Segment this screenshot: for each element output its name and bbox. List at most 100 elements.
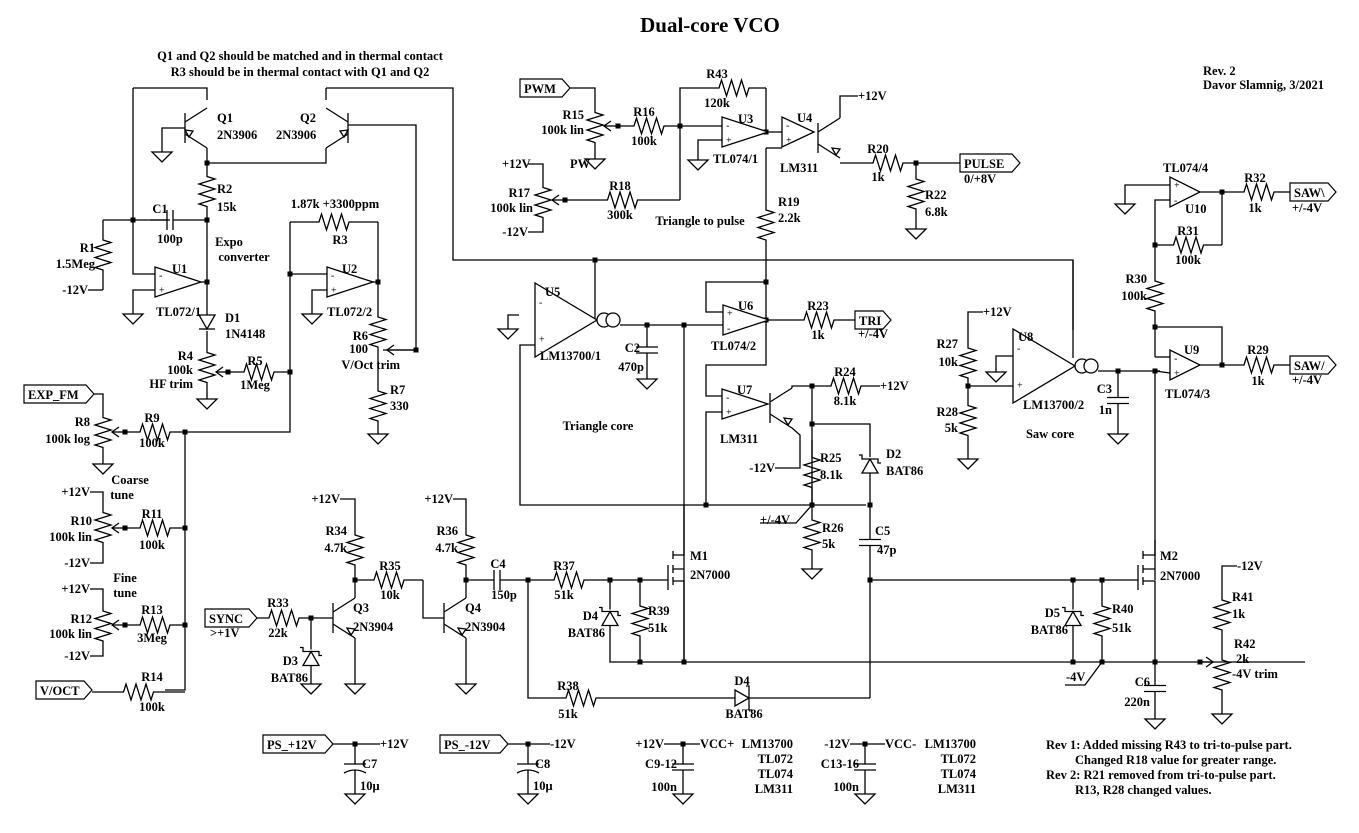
wiper-arrow-icon	[110, 426, 120, 438]
junction-dot	[413, 347, 419, 353]
ground-icon	[904, 225, 928, 240]
saw-down-port[interactable]: SAW\	[1289, 182, 1337, 202]
label: R9	[144, 411, 159, 425]
label: Fine	[113, 571, 137, 585]
label: R18	[609, 179, 631, 193]
transistor-icon	[184, 107, 208, 123]
label: 10μ	[360, 779, 380, 793]
label: 1k	[1251, 374, 1264, 388]
resistor-icon	[552, 687, 610, 709]
diode-icon	[197, 314, 217, 331]
label: -12V	[62, 283, 88, 297]
ground-icon	[956, 455, 980, 470]
mosfet-icon	[672, 540, 685, 662]
label: R3	[332, 233, 347, 247]
pin-label: -	[331, 271, 334, 282]
ps-pos-port-box	[262, 734, 334, 754]
wire	[90, 555, 104, 564]
ps-pos-port[interactable]: PS_+12V	[262, 734, 334, 754]
pin-label: +	[1174, 369, 1180, 380]
resistor-icon	[957, 340, 979, 386]
section-label: Saw core	[1026, 427, 1074, 441]
resistor-icon	[1240, 354, 1278, 376]
label: 10k	[939, 355, 959, 369]
sync-port[interactable]: SYNC	[204, 608, 258, 628]
label: U4	[797, 111, 813, 125]
wire	[161, 127, 185, 148]
supply-ic-label: LM311	[938, 782, 976, 796]
label: -4V	[1066, 670, 1085, 684]
label: D3	[283, 654, 298, 668]
exp-fm-port-label: EXP_FM	[28, 388, 79, 402]
pin-label: +	[727, 309, 733, 320]
transistor-icon	[817, 117, 841, 133]
pwm-port[interactable]: PWM	[519, 78, 571, 98]
diode-bar-icon	[859, 454, 881, 464]
rev-note: Changed R18 value for greater range.	[1075, 753, 1276, 767]
label: 51k	[558, 707, 578, 721]
exp-fm-port[interactable]: EXP_FM	[23, 384, 95, 404]
ground-icon	[635, 375, 659, 390]
diode-bar-icon	[300, 646, 322, 657]
label: C2	[625, 341, 640, 355]
wire	[1154, 199, 1170, 245]
label: R2	[217, 182, 232, 196]
junction-dot	[1070, 659, 1076, 665]
ps-neg-port[interactable]: PS_-12V	[439, 734, 509, 754]
label: 2k	[1236, 652, 1249, 666]
resistor-icon	[1144, 265, 1166, 327]
supply-ic-label: TL074	[941, 767, 977, 781]
label: 100p	[157, 232, 183, 246]
label: R1	[80, 241, 95, 255]
label: 1k	[1248, 201, 1261, 215]
label: 8.1k	[820, 468, 843, 482]
resistor-icon	[125, 614, 185, 636]
voct-port[interactable]: V/OCT	[35, 680, 93, 700]
resistor-icon	[629, 580, 651, 662]
label: M1	[690, 549, 708, 563]
resistor-icon	[355, 569, 423, 591]
junction-dot	[592, 257, 598, 263]
diode-icon	[860, 457, 880, 474]
label: -12V	[64, 556, 90, 570]
transistor-icon	[325, 107, 349, 123]
tri-port[interactable]: TRI	[854, 310, 892, 330]
label: D2	[886, 447, 901, 461]
emitter-arrow-icon	[345, 627, 357, 637]
wire	[528, 163, 544, 175]
label: PW	[570, 157, 591, 171]
ground-icon	[516, 790, 540, 805]
label: 2N3904	[465, 620, 506, 634]
wire	[206, 148, 327, 164]
pulse-port-box	[959, 153, 1021, 173]
saw-up-port[interactable]: SAW/	[1289, 355, 1337, 375]
r3-value: 1.87k +3300ppm	[291, 197, 380, 211]
pulse-port[interactable]: PULSE	[959, 153, 1021, 173]
wire	[340, 498, 356, 520]
ground-icon	[583, 155, 607, 170]
q2-value: 2N3906	[276, 128, 316, 142]
tri-port-box	[854, 310, 892, 330]
wire	[133, 87, 208, 100]
label: Q3	[353, 601, 369, 615]
wiper-arrow-icon	[1205, 656, 1215, 668]
wire	[90, 588, 104, 600]
resistor-icon	[1240, 181, 1278, 203]
ground-icon	[1210, 710, 1234, 725]
label: R34	[325, 524, 347, 538]
junction-dot	[703, 502, 709, 508]
label: 100n	[651, 780, 677, 794]
resistor-icon	[344, 520, 366, 580]
junction-dot	[1219, 189, 1225, 195]
resistor-icon	[584, 100, 606, 155]
label: 5k	[945, 421, 958, 435]
label: +12V	[380, 737, 409, 751]
label: 470p	[618, 360, 644, 374]
label: TL074/1	[713, 152, 758, 166]
wiper-arrow-icon	[110, 522, 120, 534]
label: 0/+8V	[964, 172, 996, 186]
label: 1n	[1099, 403, 1112, 417]
resistor-icon	[455, 520, 477, 580]
note-thermal: R3 should be in thermal contact with Q1 …	[171, 65, 430, 79]
resistor-icon	[565, 189, 680, 211]
